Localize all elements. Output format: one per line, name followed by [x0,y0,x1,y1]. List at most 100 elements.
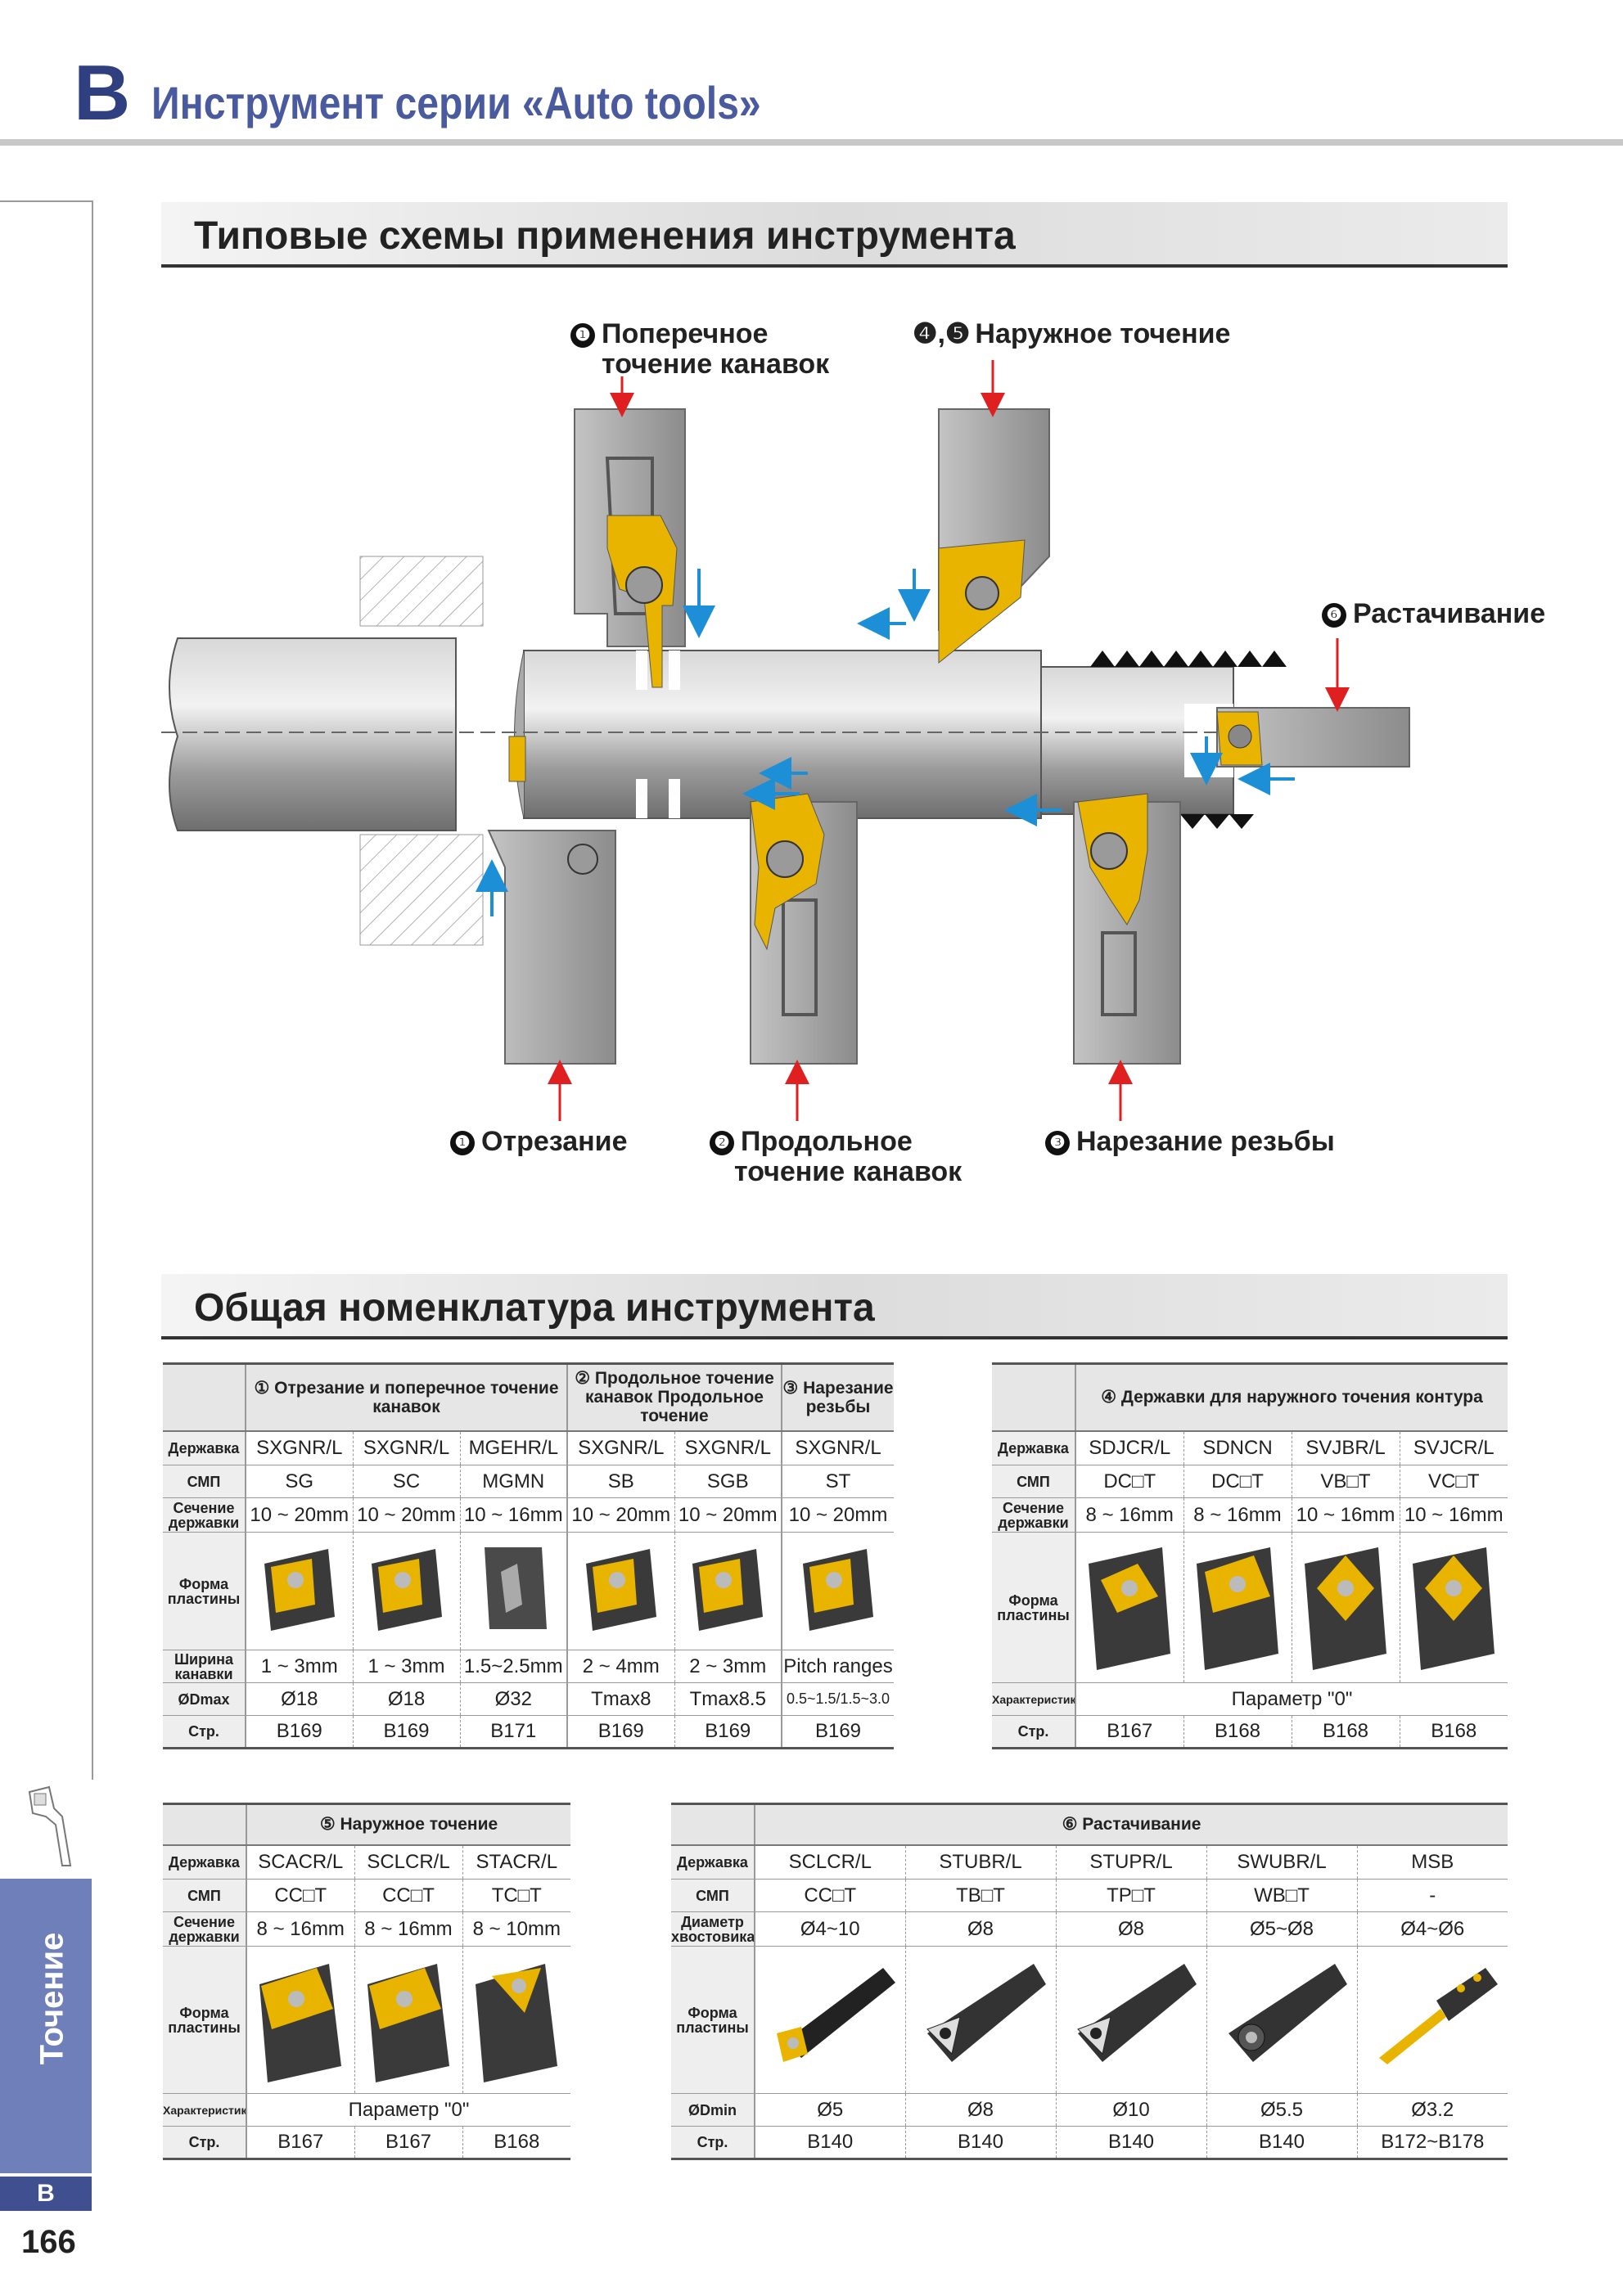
insert-cell: SC [352,1465,460,1498]
insert-cell: TP□T [1055,1879,1206,1912]
page-header: B Инструмент серии «Auto tools» [74,54,860,133]
page-link[interactable]: B140 [904,2126,1056,2160]
page-link[interactable]: B167 [246,2126,354,2160]
group-header-cutoff: ① Отрезание и поперечное точение канавок [246,1362,568,1432]
dmin-cell: Ø10 [1055,2093,1206,2127]
holder-cell: MSB [1356,1844,1508,1880]
holder-cell: SXGNR/L [246,1430,353,1465]
label-text: Нарезание резьбы [1076,1126,1335,1157]
shank-cell: Ø8 [1055,1911,1206,1947]
width-cell: 1 ~ 3mm [246,1650,353,1683]
insert-image [352,1532,460,1650]
row-label-shape: Форма пластины [992,1532,1076,1683]
holder-cell: STUPR/L [1055,1844,1206,1880]
sidebar-top-line [0,200,93,202]
row-label-shank: Диаметр хвостовика [671,1911,755,1947]
insert-cell: WB□T [1206,1879,1357,1912]
holder-cell: MGEHR/L [459,1430,568,1465]
row-label-page: Стр. [992,1715,1076,1749]
dmin-cell: Ø8 [904,2093,1056,2127]
insert-cell: TC□T [462,1879,571,1912]
row-label-shape: Форма пластины [163,1532,246,1650]
schemes-section-header: Типовые схемы применения инструмента [161,202,1508,268]
row-label-page: Стр. [163,2126,247,2160]
page-link[interactable]: B168 [462,2126,571,2160]
corner-cell [671,1803,755,1846]
width-cell: 2 ~ 3mm [674,1650,782,1683]
row-label-section: Сечение державки [163,1911,247,1947]
page-link[interactable]: B140 [755,2126,905,2160]
sidebar-tab[interactable] [0,1879,92,2173]
insert-image [1075,1532,1183,1683]
page-link[interactable]: B169 [782,1715,894,1749]
row-label-dmax: ØDmax [163,1682,246,1716]
dmax-cell: Ø32 [459,1682,568,1716]
page-title: Инструмент серии «Auto tools» [151,77,762,128]
holder-cell: SWUBR/L [1206,1844,1357,1880]
holder-cell: SCLCR/L [755,1844,905,1880]
insert-cell: DC□T [1183,1465,1292,1498]
number-1-icon: ❶ [450,1131,475,1155]
section-cell: 8 ~ 16mm [246,1911,354,1947]
page-link[interactable]: B171 [459,1715,568,1749]
section-cell: 10 ~ 16mm [459,1497,568,1533]
section-cell: 10 ~ 20mm [352,1497,460,1533]
section-cell: 8 ~ 16mm [354,1911,462,1947]
page-link[interactable]: B168 [1291,1715,1400,1749]
section-cell: 10 ~ 16mm [1399,1497,1508,1533]
page-link[interactable]: B140 [1206,2126,1357,2160]
tool-icon [16,1784,82,1874]
insert-image [567,1532,674,1650]
row-label-insert: СМП [163,1879,247,1912]
char-cell: Параметр "0" [1075,1682,1508,1716]
group-header-contour: ④ Державки для наружного точения контура [1075,1362,1508,1432]
shank-cell: Ø4~10 [755,1911,905,1947]
label-line2: точение канавок [734,1156,963,1187]
section-cell: 10 ~ 20mm [246,1497,353,1533]
row-label-holder: Державка [671,1844,755,1880]
holder-cell: SVJBR/L [1291,1430,1400,1465]
page-link[interactable]: B140 [1055,2126,1206,2160]
corner-cell [992,1362,1076,1432]
page-link[interactable]: B169 [674,1715,782,1749]
page-link[interactable]: B167 [1075,1715,1183,1749]
dmin-cell: Ø5.5 [1206,2093,1357,2127]
page-link[interactable]: B168 [1183,1715,1292,1749]
dmax-cell: Tmax8 [567,1682,674,1716]
page-link[interactable]: B168 [1399,1715,1508,1749]
insert-cell: ST [782,1465,894,1498]
char-cell: Параметр "0" [246,2093,571,2127]
page-link[interactable]: B167 [354,2126,462,2160]
page-link[interactable]: B169 [567,1715,674,1749]
corner-cell [163,1803,247,1846]
insert-cell: CC□T [246,1879,354,1912]
insert-image [459,1532,568,1650]
row-label-insert: СМП [992,1465,1076,1498]
boring-bar-image [1356,1946,1508,2094]
contour-holders-table: ④ Державки для наружного точения контура… [992,1362,1508,1749]
insert-image [1399,1532,1508,1683]
section-cell: 10 ~ 20mm [674,1497,782,1533]
page-number: 166 [21,2224,76,2260]
boring-bar-image [904,1946,1056,2094]
group-header-boring: ⑥ Растачивание [755,1803,1508,1846]
page-link[interactable]: B172~B178 [1356,2126,1508,2160]
page-link[interactable]: B169 [352,1715,460,1749]
insert-image [354,1946,462,2094]
boring-bar-image [755,1946,905,2094]
page-link[interactable]: B169 [246,1715,353,1749]
section-cell: 8 ~ 16mm [1075,1497,1183,1533]
nomenclature-section-header: Общая номенклатура инструмента [161,1274,1508,1339]
row-label-shape: Форма пластины [671,1946,755,2094]
number-4-5-icon: ❹,❺ [913,318,971,349]
row-label-width: Ширина канавки [163,1650,246,1683]
row-label-holder: Державка [163,1844,247,1880]
holder-cell: SXGNR/L [782,1430,894,1465]
dmax-cell: Ø18 [352,1682,460,1716]
